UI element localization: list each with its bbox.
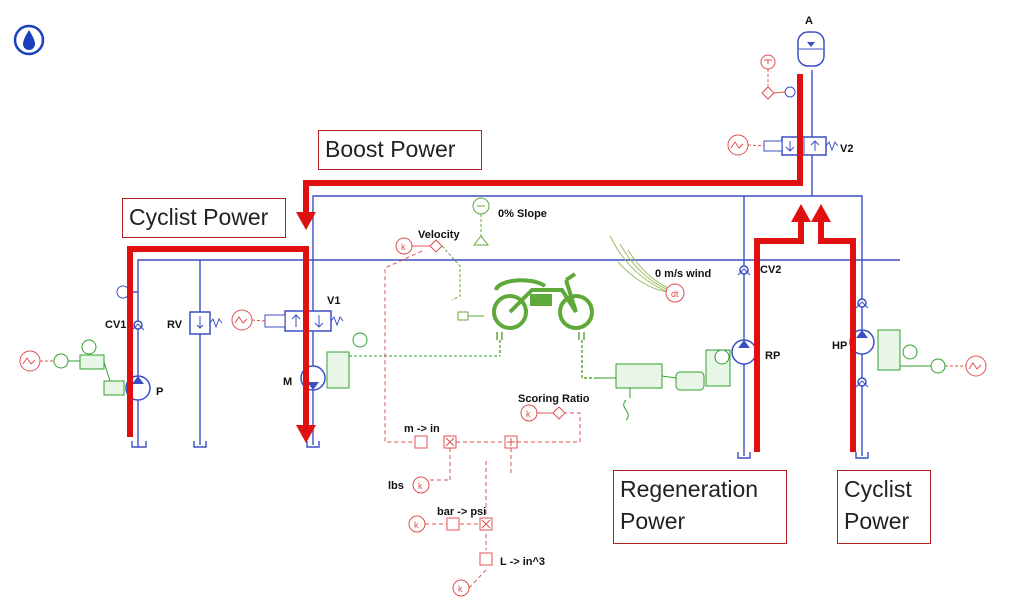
svg-text:dt: dt: [671, 289, 679, 299]
regeneration-power-path: [754, 218, 804, 452]
label-rp: RP: [765, 350, 780, 362]
pump-p: P: [19, 339, 163, 401]
callout-regeneration-power: Regeneration Power: [613, 470, 787, 544]
valve-v1: V1: [231, 295, 344, 332]
label-accumulator: A: [805, 15, 813, 27]
check-valve-cv1: CV1: [105, 285, 145, 331]
accumulator-a: A: [797, 15, 825, 67]
svg-text:k: k: [418, 481, 423, 491]
pressure-sensor-a: [760, 54, 796, 100]
wind-lines: [609, 235, 669, 293]
label-rv: RV: [167, 319, 183, 331]
label-cv2: CV2: [760, 264, 781, 276]
scoring-ratio: k Scoring Ratio: [518, 393, 590, 422]
svg-text:k: k: [414, 520, 419, 530]
boost-power-path: [303, 74, 803, 214]
callout-boost-power: Boost Power: [318, 130, 482, 170]
wind-source: dt 0 m/s wind: [655, 268, 711, 303]
check-valves-hp: [855, 298, 869, 388]
label-wind: 0 m/s wind: [655, 268, 711, 280]
tank-symbols: [131, 441, 869, 459]
svg-text:k: k: [458, 584, 463, 594]
callout-regeneration-line1: Regeneration: [620, 476, 759, 502]
callout-cyclist-power-left: Cyclist Power: [122, 198, 286, 238]
pump-rp: RP: [596, 339, 780, 421]
label-velocity: Velocity: [418, 229, 460, 241]
callout-regeneration-line2: Power: [620, 508, 686, 534]
label-v1: V1: [327, 295, 340, 307]
power-arrowheads: [296, 204, 831, 443]
bicycle-mounts: [496, 332, 596, 379]
callout-cyclist-power-right: Cyclist Power: [837, 470, 931, 544]
label-hp: HP: [832, 340, 847, 352]
signal-lines: [384, 250, 581, 589]
callout-cyclist-right-line2: Power: [844, 508, 910, 534]
cyclist-power-path-left: [127, 246, 309, 437]
hydraulic-lines: [130, 70, 900, 456]
label-p: P: [156, 386, 163, 398]
callout-boost-text: Boost Power: [325, 136, 456, 162]
label-lbs: lbs: [388, 480, 404, 492]
valve-v2: V2: [727, 134, 853, 156]
power-paths: [127, 74, 856, 452]
label-cv1: CV1: [105, 319, 126, 331]
signal-blocks: [414, 435, 518, 566]
label-v2: V2: [840, 143, 853, 155]
water-drop-icon: [13, 24, 45, 56]
velocity-sensor: k Velocity: [395, 229, 484, 321]
signal-constants: k k k m -> in lbs bar -> psi L -> in^3: [388, 423, 545, 597]
label-scoring-ratio: Scoring Ratio: [518, 393, 590, 405]
label-m: M: [283, 376, 292, 388]
bicycle-icon: [492, 272, 594, 330]
svg-text:k: k: [401, 242, 406, 252]
relief-valve-rv: RV: [167, 311, 223, 335]
check-valve-cv2: CV2: [737, 264, 781, 276]
callout-cyclist-right-line1: Cyclist: [844, 476, 912, 502]
label-slope: 0% Slope: [498, 208, 547, 220]
svg-text:k: k: [526, 409, 531, 419]
motor-m: M: [283, 332, 500, 391]
label-m-to-in: m -> in: [404, 423, 440, 435]
label-l-to-in3: L -> in^3: [500, 556, 545, 568]
slope-source: 0% Slope: [472, 197, 547, 246]
cyclist-power-path-right: [818, 218, 856, 452]
callout-cyclist-left-text: Cyclist Power: [129, 204, 269, 230]
label-bar-to-psi: bar -> psi: [437, 506, 486, 518]
